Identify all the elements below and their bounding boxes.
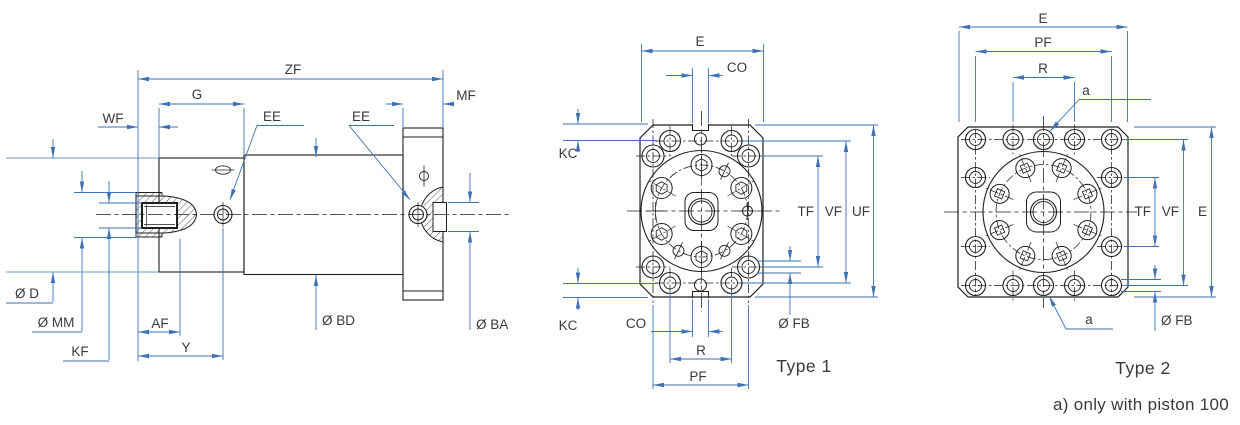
dim-label-d: Ø D: [15, 286, 39, 301]
dim-label-t2-tf: TF: [1135, 204, 1152, 219]
dim-label-t2-a-top: a: [1082, 83, 1090, 98]
dim-label-kf: KF: [71, 344, 88, 359]
dim-label-t1-co-top: CO: [727, 60, 747, 75]
dim-label-t2-pf: PF: [1034, 35, 1051, 50]
dim-label-t2-vf: VF: [1162, 204, 1179, 219]
dim-label-mf: MF: [456, 88, 476, 103]
dim-label-g: G: [192, 87, 203, 102]
dim-label-ba: Ø BA: [476, 317, 508, 332]
dim-label-wf: WF: [103, 111, 124, 126]
dim-label-t1-kc-top: KC: [559, 146, 578, 161]
dim-label-t2-fb: Ø FB: [1161, 313, 1193, 328]
caption-type2: Type 2: [1115, 358, 1171, 378]
dim-label-af: AF: [151, 316, 168, 331]
dim-label-t1-uf: UF: [852, 204, 870, 219]
dim-label-t2-a-bottom: a: [1085, 312, 1093, 327]
dim-label-y: Y: [181, 340, 190, 355]
dim-label-t2-e-right: E: [1198, 204, 1207, 219]
dim-label-t1-fb: Ø FB: [778, 316, 810, 331]
caption-type1: Type 1: [776, 356, 832, 376]
dim-label-t2-r: R: [1038, 61, 1048, 76]
dim-label-t1-vf: VF: [825, 204, 842, 219]
dim-label-t1-e: E: [695, 34, 704, 49]
dim-label-t1-co-bottom: CO: [626, 316, 646, 331]
footnote: a) only with piston 100: [1053, 395, 1229, 414]
drawing-geometry: [6, 24, 1216, 389]
dim-label-ee-right: EE: [352, 109, 370, 124]
dim-label-mm: Ø MM: [38, 315, 75, 330]
dim-label-t1-kc-bottom: KC: [559, 318, 578, 333]
dim-label-zf: ZF: [285, 62, 302, 77]
dim-label-ee-left: EE: [263, 109, 281, 124]
dim-label-bd: Ø BD: [322, 313, 355, 328]
dim-label-t2-e-top: E: [1038, 11, 1047, 26]
dim-label-t1-tf: TF: [798, 204, 815, 219]
dim-label-t1-r: R: [696, 343, 706, 358]
dimension-labels: ZF G WF MF EE EE Ø D Ø MM KF AF Y Ø BD Ø…: [15, 11, 1229, 414]
dim-label-t1-pf: PF: [689, 369, 706, 384]
